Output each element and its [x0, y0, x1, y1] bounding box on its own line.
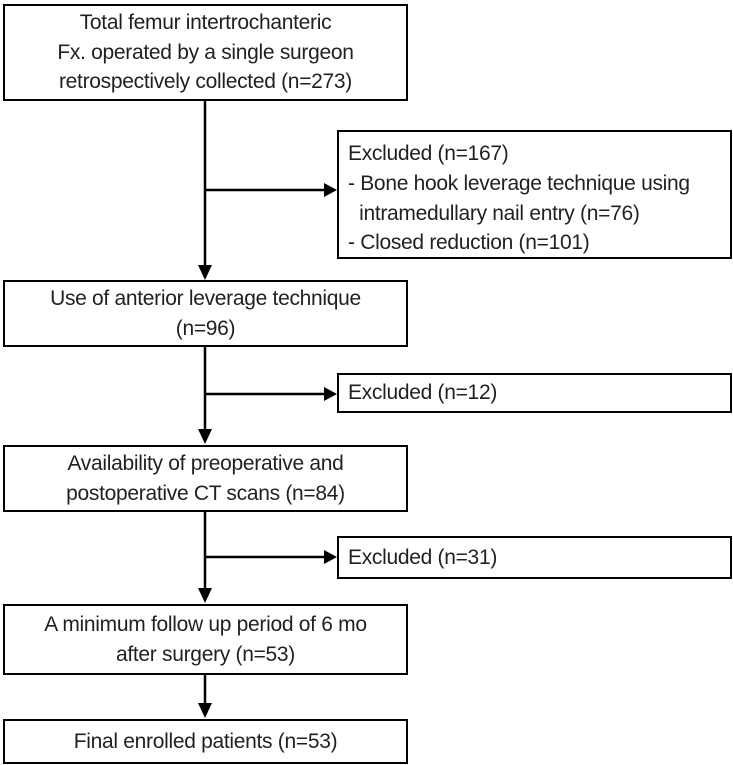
- flow-box-excluded-31: Excluded (n=31): [337, 536, 732, 579]
- flow-box-excluded-12: Excluded (n=12): [337, 373, 732, 413]
- flow-box-total-cases: Total femur intertrochanteric Fx. operat…: [3, 4, 408, 101]
- arrow-total-to-anterior: [198, 100, 212, 280]
- flow-box-excluded-12-text: Excluded (n=12): [348, 381, 498, 405]
- arrow-followup-to-final: [198, 675, 212, 718]
- flow-box-total-cases-text: Total femur intertrochanteric Fx. operat…: [57, 10, 354, 94]
- arrow-branch-to-excluded-167: [204, 183, 337, 197]
- arrow-ct-to-followup: [198, 512, 212, 603]
- flow-box-followup-period-text: A minimum follow up period of 6 mo after…: [44, 612, 367, 666]
- flow-box-excluded-167-text: Excluded (n=167) - Bone hook leverage te…: [348, 142, 690, 255]
- arrow-branch-to-excluded-31: [204, 550, 337, 564]
- flow-box-final-enrolled-text: Final enrolled patients (n=53): [73, 729, 338, 753]
- flow-box-followup-period: A minimum follow up period of 6 mo after…: [3, 604, 408, 675]
- arrow-anterior-to-ct: [198, 347, 212, 444]
- arrow-branch-to-excluded-12: [204, 387, 337, 401]
- flow-box-anterior-leverage-text: Use of anterior leverage technique (n=96…: [50, 286, 361, 340]
- flow-box-ct-scans-text: Availability of preoperative and postope…: [66, 451, 345, 505]
- flow-box-final-enrolled: Final enrolled patients (n=53): [3, 719, 408, 764]
- flow-box-ct-scans: Availability of preoperative and postope…: [3, 445, 408, 512]
- flow-box-anterior-leverage: Use of anterior leverage technique (n=96…: [3, 280, 408, 347]
- flow-box-excluded-31-text: Excluded (n=31): [348, 545, 498, 569]
- flow-box-excluded-167: Excluded (n=167) - Bone hook leverage te…: [337, 130, 732, 259]
